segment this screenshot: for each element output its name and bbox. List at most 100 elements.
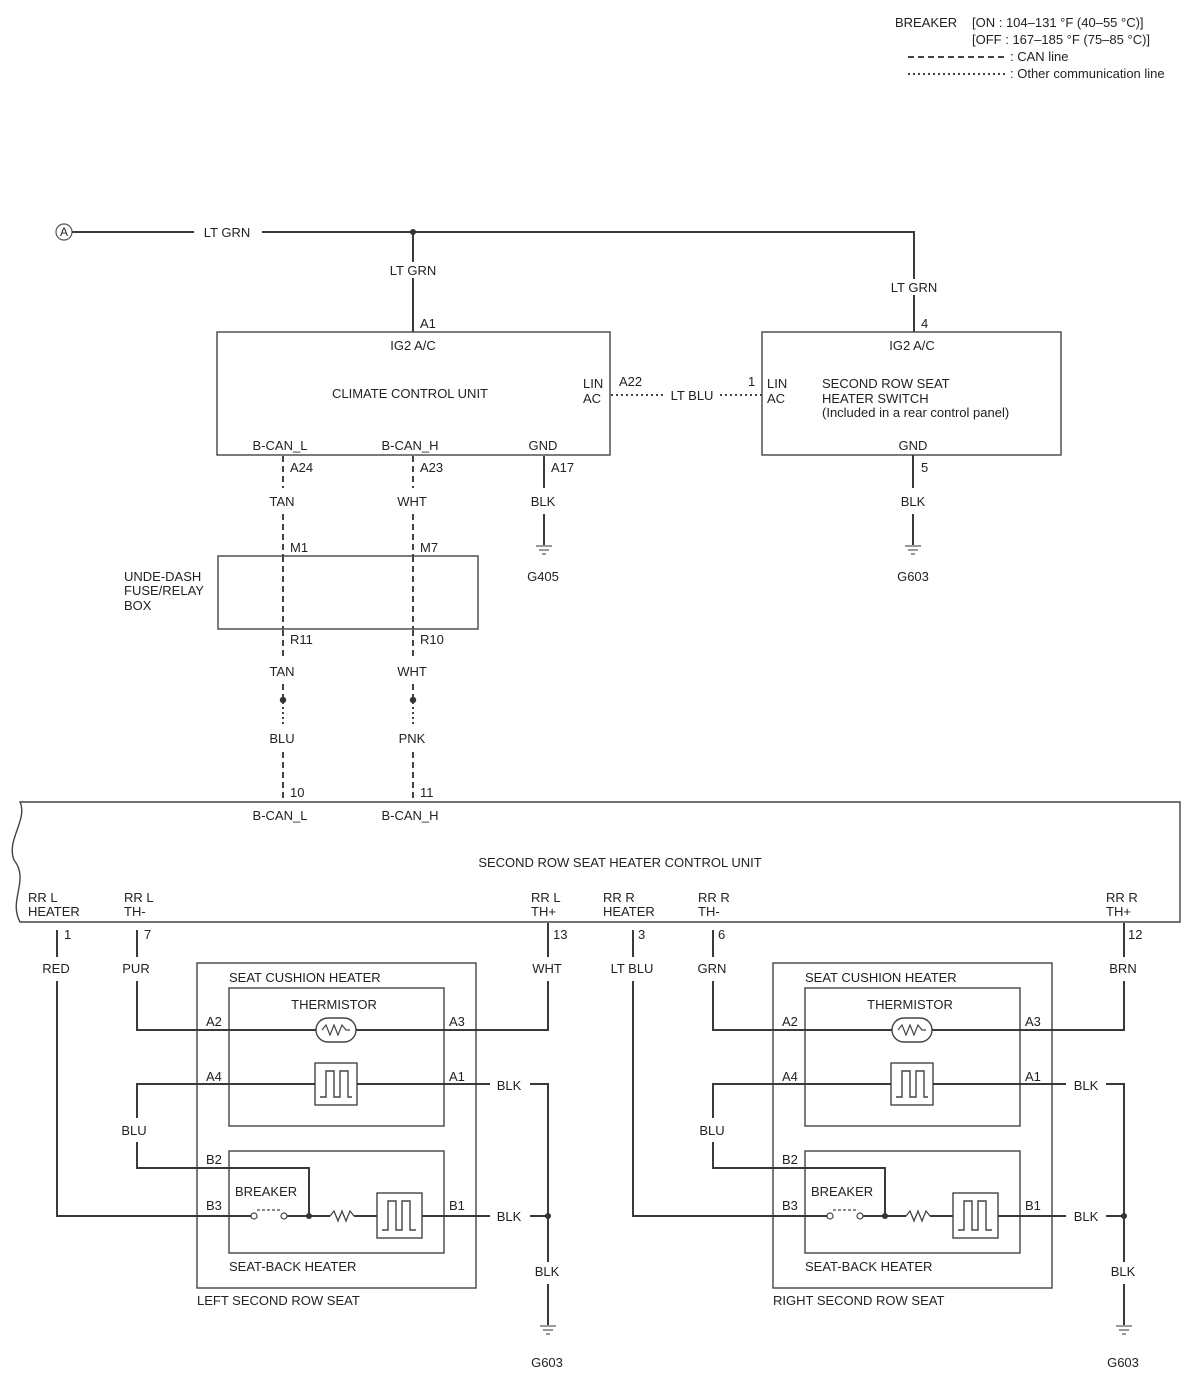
wire-label-switch-gnd: BLK [901,494,926,509]
ccu-pin-a22: A22 [619,374,642,389]
top-feed: A LT GRN LT GRN LT GRN [55,223,947,332]
wire-label-tan-2: TAN [269,664,294,679]
lin-wire: LT BLU [611,388,762,403]
wire-label-grn: GRN [698,961,727,976]
seat-heater-control-unit: 10 11 B-CAN_L B-CAN_H SECOND ROW SEAT HE… [11,785,1181,942]
legend-can-line-text: : CAN line [1010,49,1069,64]
splice-dot [410,229,416,235]
ground-label-g603-right: G603 [1107,1355,1139,1370]
ccu-lin-1: LIN [583,376,603,391]
right-pin-b1: B1 [1025,1198,1041,1213]
wire-label-blk-left-2: BLK [497,1209,522,1224]
ground-icon [540,1325,556,1335]
scu-rrr-thm-2: TH- [698,904,720,919]
switch-pin-5: 5 [921,460,928,475]
right-cushion-label: SEAT CUSHION HEATER [805,970,957,985]
ccu-pin-a17: A17 [551,460,574,475]
right-thermistor-label: THERMISTOR [867,997,953,1012]
scu-rrl-thm-1: RR L [124,890,154,905]
right-second-row-seat: SEAT CUSHION HEATER THERMISTOR SEAT-BACK… [611,923,1139,1370]
switch-gnd: GND [899,438,928,453]
left-back-label: SEAT-BACK HEATER [229,1259,356,1274]
scu-rrl-thp-2: TH+ [531,904,556,919]
scu-bcanl: B-CAN_L [253,808,308,823]
scu-pin-11: 11 [420,785,434,800]
connector-a-label: A [60,225,68,239]
wire-label-ccu-feed: LT GRN [390,263,436,278]
wire-label-blu-left: BLU [121,1123,146,1138]
ccu-lower-wires: TAN WHT BLK G405 [269,456,559,584]
left-second-row-seat: SEAT CUSHION HEATER THERMISTOR SEAT-BACK… [42,923,563,1370]
fuse-relay-box: UNDE-DASH FUSE/RELAY BOX M1 M7 R11 R10 [124,540,479,647]
wire-label-lin: LT BLU [671,388,714,403]
right-breaker-label: BREAKER [811,1184,873,1199]
ccu-ig2: IG2 A/C [390,338,436,353]
splice-dot [279,696,287,704]
fusebox-name-3: BOX [124,598,152,613]
left-breaker-icon [250,1209,288,1220]
wire-label-blu-right: BLU [699,1123,724,1138]
right-breaker-icon [826,1209,864,1220]
fusebox-pin-m1: M1 [290,540,308,555]
scu-pin-7: 7 [144,927,151,942]
right-pin-b2: B2 [782,1152,798,1167]
switch-name-1: SECOND ROW SEAT [822,376,950,391]
scu-rrr-thp-2: TH+ [1106,904,1131,919]
wire-label-blk-ccu: BLK [531,494,556,509]
ground-label-g405: G405 [527,569,559,584]
fusebox-name-2: FUSE/RELAY [124,583,204,598]
wire-label-main: LT GRN [204,225,250,240]
left-pin-a2: A2 [206,1014,222,1029]
left-cushion-label: SEAT CUSHION HEATER [229,970,381,985]
fusebox-pin-r10: R10 [420,632,444,647]
wire-label-blk-right-1: BLK [1074,1078,1099,1093]
wire-label-blk-left-3: BLK [535,1264,560,1279]
left-pin-a4: A4 [206,1069,222,1084]
scu-rrl-heater-2: HEATER [28,904,80,919]
fusebox-pin-m7: M7 [420,540,438,555]
right-resistor-icon [905,1209,931,1223]
right-cushion-heater-icon [890,1062,934,1106]
splice-dot [409,696,417,704]
scu-pin-1: 1 [64,927,71,942]
left-seat-label: LEFT SECOND ROW SEAT [197,1293,360,1308]
splice-dot [306,1213,312,1219]
ccu-pin-a1: A1 [420,316,436,331]
switch-pin-4: 4 [921,316,928,331]
splice-dot [545,1213,551,1219]
legend-breaker-on: [ON : 104–131 °F (40–55 °C)] [972,15,1144,30]
left-pin-b2: B2 [206,1152,222,1167]
wire-label-wht-1: WHT [397,494,427,509]
right-pin-a3: A3 [1025,1014,1041,1029]
left-breaker-label: BREAKER [235,1184,297,1199]
legend: BREAKER [ON : 104–131 °F (40–55 °C)] [OF… [895,15,1165,81]
right-pin-b3: B3 [782,1198,798,1213]
scu-rrl-heater-1: RR L [28,890,58,905]
wire-label-pur: PUR [122,961,149,976]
can-wires-lower: TAN BLU WHT PNK [269,630,427,802]
ground-label-g603-left: G603 [531,1355,563,1370]
scu-bcanh: B-CAN_H [381,808,438,823]
wire-label-blk-right-3: BLK [1111,1264,1136,1279]
ground-icon [905,545,921,555]
switch-name-3: (Included in a rear control panel) [822,405,1009,420]
right-pin-a2: A2 [782,1014,798,1029]
left-pin-b1: B1 [449,1198,465,1213]
ccu-pin-a24: A24 [290,460,313,475]
left-pin-b3: B3 [206,1198,222,1213]
switch-ig2: IG2 A/C [889,338,935,353]
scu-pin-13: 13 [553,927,567,942]
ccu-bcanl: B-CAN_L [253,438,308,453]
scu-pin-6: 6 [718,927,725,942]
wire-label-blk-left-1: BLK [497,1078,522,1093]
switch-pin-1: 1 [748,374,755,389]
legend-other-line-text: : Other communication line [1010,66,1165,81]
right-pin-a1: A1 [1025,1069,1041,1084]
wire-label-tan-1: TAN [269,494,294,509]
scu-name: SECOND ROW SEAT HEATER CONTROL UNIT [478,855,761,870]
ccu-lin-2: AC [583,391,601,406]
legend-breaker-label: BREAKER [895,15,957,30]
scu-rrr-heater-2: HEATER [603,904,655,919]
wire-label-red: RED [42,961,69,976]
left-back-heater-icon [376,1192,423,1239]
